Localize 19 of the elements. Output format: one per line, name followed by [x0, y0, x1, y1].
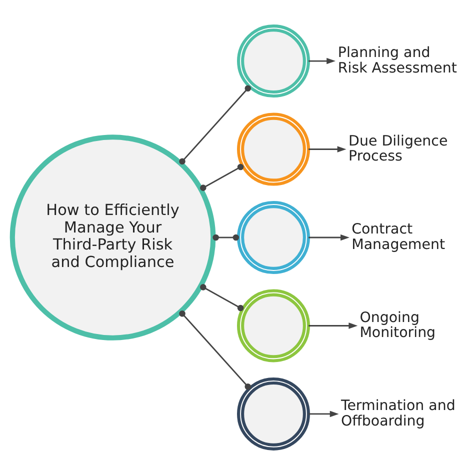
node-circle	[237, 376, 310, 450]
arrow	[308, 146, 346, 152]
node-text: Termination and Offboarding	[340, 398, 456, 429]
connector	[200, 284, 244, 311]
node-circle	[237, 24, 310, 98]
arrow	[308, 410, 339, 417]
arrow	[308, 57, 336, 64]
node-text: Contract Management	[352, 221, 446, 252]
connector	[179, 310, 252, 390]
arrow	[308, 234, 350, 240]
connector	[200, 163, 244, 190]
connector	[212, 234, 240, 240]
node-text: Planning and Risk Assessment	[338, 44, 457, 76]
node-text: Due Diligence Process	[348, 132, 448, 164]
arrow	[308, 322, 358, 328]
node-text: Ongoing Monitoring	[360, 309, 436, 341]
node-circle: How to Efficiently Manage Your Third-Party Risk and Compliance	[10, 134, 216, 340]
node-circle	[237, 200, 310, 274]
connector	[179, 84, 252, 164]
